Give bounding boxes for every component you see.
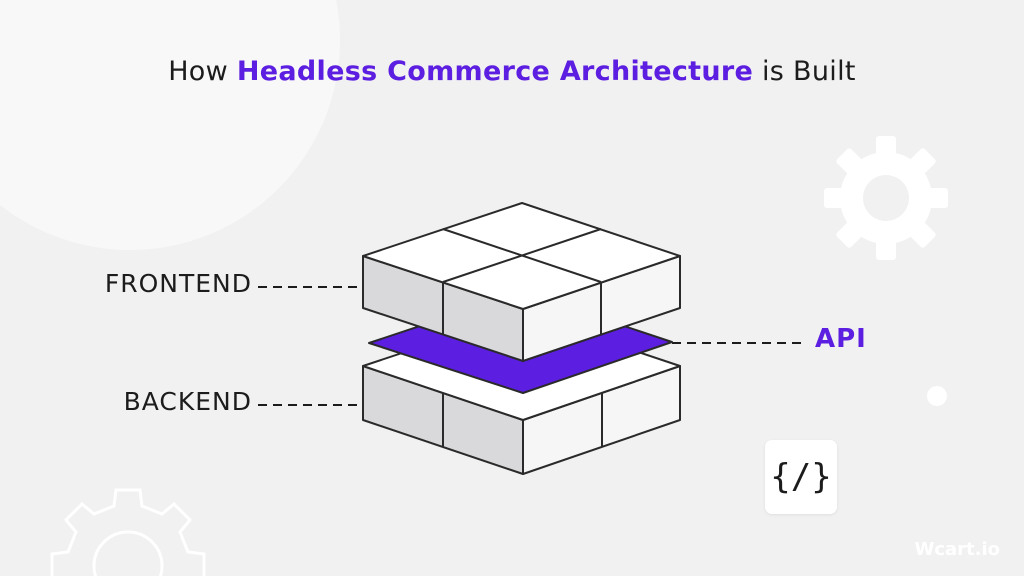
gear-icon (50, 488, 206, 576)
page-title: How Headless Commerce Architecture is Bu… (0, 56, 1024, 87)
frontend-block (362, 202, 681, 362)
title-highlight: Headless Commerce Architecture (236, 56, 754, 87)
title-prefix: How (168, 56, 237, 87)
api-label: API (815, 324, 867, 354)
code-brackets-icon: {/} (765, 440, 837, 514)
decor-dot (927, 386, 947, 406)
backend-label: BACKEND (123, 387, 252, 416)
title-suffix: is Built (753, 56, 856, 87)
gear-icon (824, 136, 948, 260)
background-circle (0, 0, 340, 250)
frontend-label: FRONTEND (104, 269, 252, 298)
brand-watermark: Wcart.io (914, 539, 1000, 560)
